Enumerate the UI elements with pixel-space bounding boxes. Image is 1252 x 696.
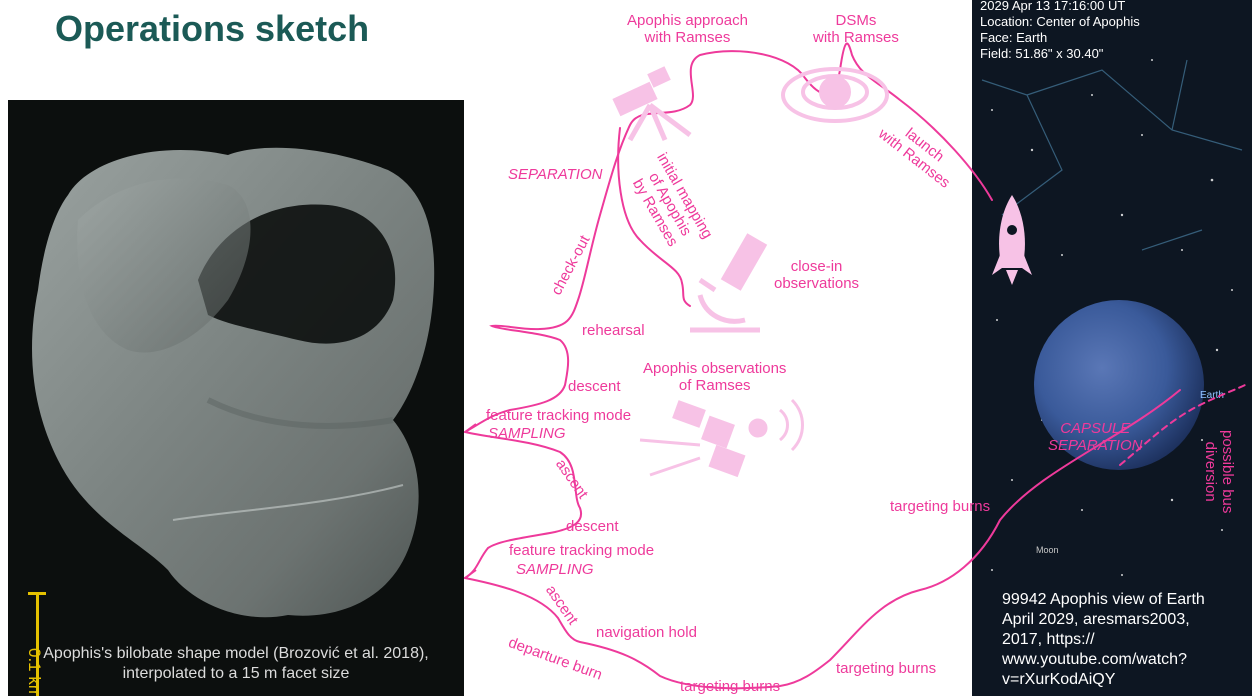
label-line: with Ramses xyxy=(627,29,748,46)
label-possible-bus-diversion: possible bus diversion xyxy=(1202,430,1236,513)
rocket-icon xyxy=(992,195,1032,285)
label-sampling-1: SAMPLING xyxy=(488,425,566,442)
label-close-in: close-in observations xyxy=(774,258,859,292)
label-targeting-burns-3: targeting burns xyxy=(890,498,990,515)
label-rehearsal: rehearsal xyxy=(582,322,645,339)
label-line: possible bus xyxy=(1219,430,1236,513)
label-line: with Ramses xyxy=(813,29,899,46)
label-descent-2: descent xyxy=(566,518,619,535)
label-line: SEPARATION xyxy=(1048,437,1142,454)
label-separation: SEPARATION xyxy=(508,166,602,183)
label-sampling-2: SAMPLING xyxy=(516,561,594,578)
label-targeting-burns-2: targeting burns xyxy=(836,660,936,677)
label-capsule-separation: CAPSULE SEPARATION xyxy=(1048,420,1142,454)
sampling-point-1 xyxy=(465,424,476,432)
label-line: diversion xyxy=(1202,430,1219,513)
satellite-icon xyxy=(640,400,803,476)
sampling-point-2 xyxy=(465,570,476,578)
microscope-icon xyxy=(690,237,764,330)
label-apophis-observations: Apophis observations of Ramses xyxy=(643,360,786,394)
label-line: Apophis approach xyxy=(627,12,748,29)
label-line: observations xyxy=(774,275,859,292)
label-line: DSMs xyxy=(813,12,899,29)
solar-system-icon xyxy=(783,69,887,121)
label-apophis-approach: Apophis approach with Ramses xyxy=(627,12,748,46)
label-navigation-hold: navigation hold xyxy=(596,624,697,641)
telescope-icon xyxy=(613,67,690,140)
label-descent-1: descent xyxy=(568,378,621,395)
label-line: close-in xyxy=(774,258,859,275)
label-line: Apophis observations xyxy=(643,360,786,377)
label-feature-tracking-1: feature tracking mode xyxy=(486,407,631,424)
label-dsms: DSMs with Ramses xyxy=(813,12,899,46)
label-line: CAPSULE xyxy=(1048,420,1142,437)
label-feature-tracking-2: feature tracking mode xyxy=(509,542,654,559)
label-targeting-burns-1: targeting burns xyxy=(680,678,780,695)
label-line: of Ramses xyxy=(643,377,786,394)
trajectory-path xyxy=(465,44,1245,689)
